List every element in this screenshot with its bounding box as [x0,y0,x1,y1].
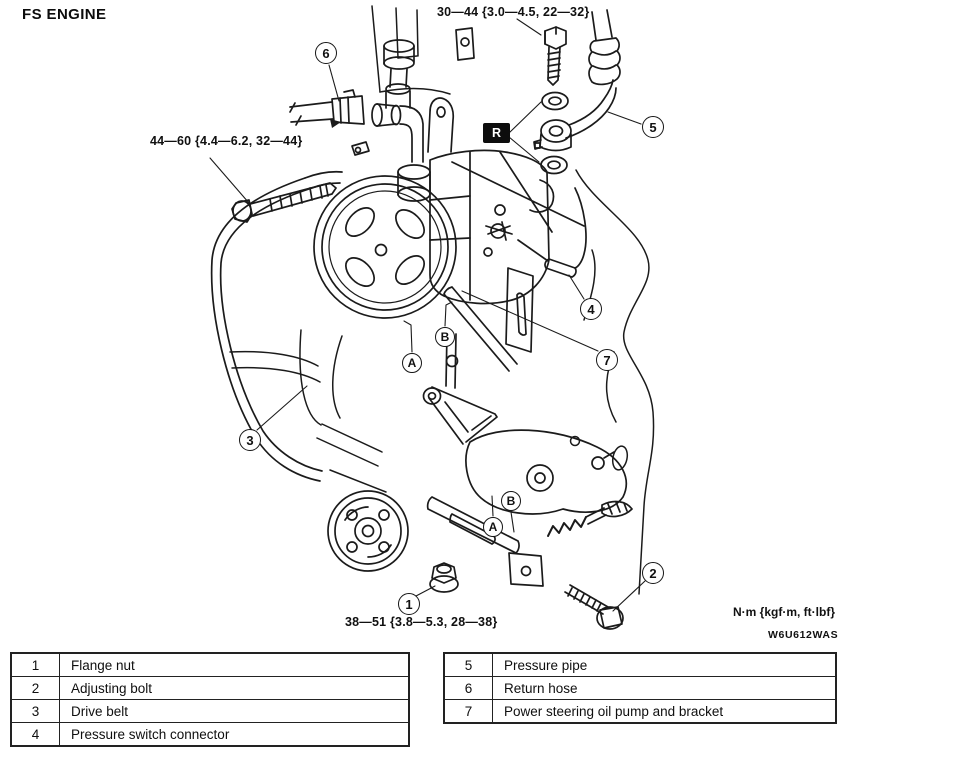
marker-a-lower: A [483,517,503,537]
units-note: N·m {kgf·m, ft·lbf} [733,605,835,619]
legend-row-number: 4 [10,722,60,747]
drive-belt-drawing [210,170,343,482]
legend-table-left: 1 Flange nut 2 Adjusting bolt 3 Drive be… [10,652,410,747]
torque-spec-bottom: 38—51 {3.8—5.3, 28—38} [345,615,498,629]
legend-row: 4 Pressure switch connector [10,722,410,747]
legend-row-number: 1 [10,652,60,677]
callout-3: 3 [239,429,261,451]
legend-row: 2 Adjusting bolt [10,676,410,700]
legend-row-label: Pressure switch connector [59,722,410,747]
legend-row: 6 Return hose [443,676,837,700]
legend-row: 5 Pressure pipe [443,652,837,677]
engine-diagram-line-art [209,5,655,630]
legend-row: 7 Power steering oil pump and bracket [443,699,837,724]
legend-row-number: 5 [443,652,493,677]
legend-row-label: Flange nut [59,652,410,677]
callout-2: 2 [642,562,664,584]
legend-row-number: 6 [443,676,493,700]
callout-6: 6 [315,42,337,64]
legend-table-right: 5 Pressure pipe 6 Return hose 7 Power st… [443,652,837,724]
return-hose-drawing [289,89,424,163]
lower-assembly-drawing [426,429,633,630]
legend-row: 3 Drive belt [10,699,410,723]
pressure-switch-drawing [451,151,587,278]
page-title: FS ENGINE [22,6,107,23]
legend-row-label: Power steering oil pump and bracket [492,699,837,724]
callout-1: 1 [398,593,420,615]
pressure-pipe-drawing [533,9,621,175]
legend-row-label: Pressure pipe [492,652,837,677]
pump-body-drawing [429,149,555,305]
callout-4: 4 [580,298,602,320]
legend-row-number: 2 [10,676,60,700]
callout-5: 5 [642,116,664,138]
replacement-marker-box: R [483,123,510,143]
torque-spec-left: 44—60 {4.4—6.2, 32—44} [150,134,303,148]
slotted-plate-drawing [505,267,534,353]
legend-row-label: Drive belt [59,699,410,723]
legend-row-number: 3 [10,699,60,723]
marker-b-lower: B [501,491,521,511]
figure-code: W6U612WAS [768,629,839,641]
bracket-drawing [422,286,518,445]
marker-b-upper: B [435,327,455,347]
torque-spec-top: 30—44 {3.0—4.5, 22—32} [437,5,590,19]
leader-lines [209,18,646,612]
pump-top-drawing [351,27,475,202]
legend-row-label: Adjusting bolt [59,676,410,700]
legend-row-number: 7 [443,699,493,724]
pump-pulley-drawing [313,175,457,319]
legend-row-label: Return hose [492,676,837,700]
callout-7: 7 [596,349,618,371]
mount-bolt-drawing [231,182,337,223]
crank-pulley-drawing [327,490,409,572]
marker-a-upper: A [402,353,422,373]
legend-row: 1 Flange nut [10,652,410,677]
